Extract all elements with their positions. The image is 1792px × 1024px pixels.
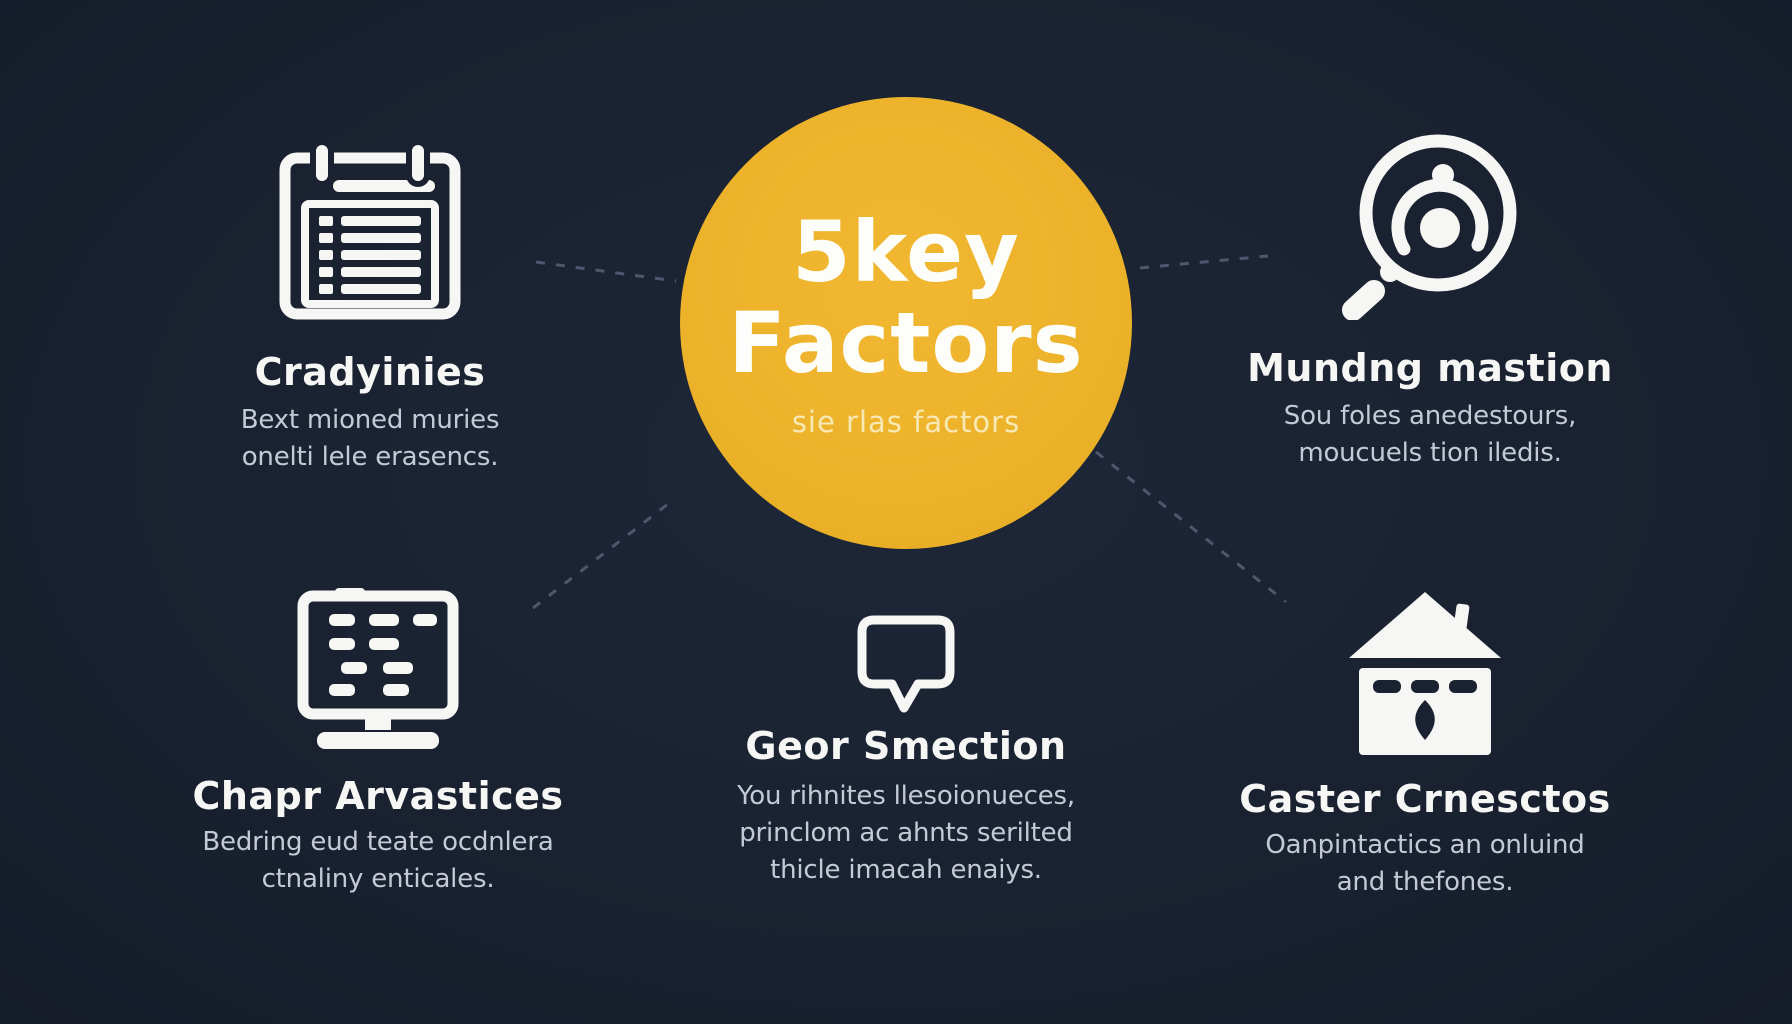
item-top-right: Mundng mastion Sou foles anedestours, mo… <box>1170 125 1690 472</box>
item-title: Chapr Arvastices <box>192 774 564 818</box>
item-body: Bext mioned muries onelti lele erasencs. <box>110 402 630 476</box>
item-title: Mundng mastion <box>1247 346 1613 390</box>
item-bottom-right: Caster Crnesctos Oanpintactics an onluin… <box>1165 582 1685 901</box>
connector-bottom-right <box>1095 450 1287 604</box>
item-title: Caster Crnesctos <box>1239 777 1611 821</box>
central-heading-line2: Factors <box>728 294 1084 392</box>
item-body: You rihnites llesoionueces, princlom ac … <box>646 778 1166 889</box>
item-body-line: onelti lele erasencs. <box>241 442 499 472</box>
item-body: Bedring eud teate ocdnlera ctnaliny enti… <box>118 824 638 898</box>
item-body-line: You rihnites llesoionueces, <box>737 781 1075 811</box>
central-heading-line1: 5key <box>792 203 1020 302</box>
connector-bottom-left <box>532 502 669 610</box>
speech-bubble-icon <box>857 615 955 713</box>
magnifier-icon <box>1342 134 1517 320</box>
house-icon <box>1349 592 1501 755</box>
item-body: Sou foles anedestours, moucuels tion ile… <box>1170 398 1690 472</box>
connector-top-right <box>1139 254 1269 270</box>
item-bottom-left: Chapr Arvastices Bedring eud teate ocdnl… <box>118 588 638 898</box>
item-body-line: moucuels tion iledis. <box>1298 438 1562 468</box>
computer-analytics-icon <box>297 588 459 749</box>
item-bottom-center: Geor Smection You rihnites llesoionueces… <box>646 612 1166 889</box>
item-body-line: Bext mioned muries <box>240 405 500 435</box>
item-body-line: ctnaliny enticales. <box>261 864 495 894</box>
item-body: Oanpintactics an onluind and thefones. <box>1165 827 1685 901</box>
item-body-line: thicle imacah enaiys. <box>770 855 1042 885</box>
item-body-line: princlom ac ahnts serilted <box>739 818 1073 848</box>
central-circle: 5key Factors sie rlas factors <box>680 97 1132 549</box>
item-body-line: and thefones. <box>1336 867 1514 897</box>
item-body-line: Sou foles anedestours, <box>1283 401 1577 431</box>
item-top-left: Cradyinies Bext mioned muries onelti lel… <box>110 140 630 476</box>
item-title: Cradyinies <box>254 350 486 394</box>
connector-top-left <box>535 260 677 283</box>
item-body-line: Oanpintactics an onluind <box>1265 830 1585 860</box>
checklist-clipboard-icon <box>279 140 461 320</box>
central-subheading: sie rlas factors <box>791 404 1021 439</box>
item-title: Geor Smection <box>745 724 1067 768</box>
item-body-line: Bedring eud teate ocdnlera <box>202 827 554 857</box>
